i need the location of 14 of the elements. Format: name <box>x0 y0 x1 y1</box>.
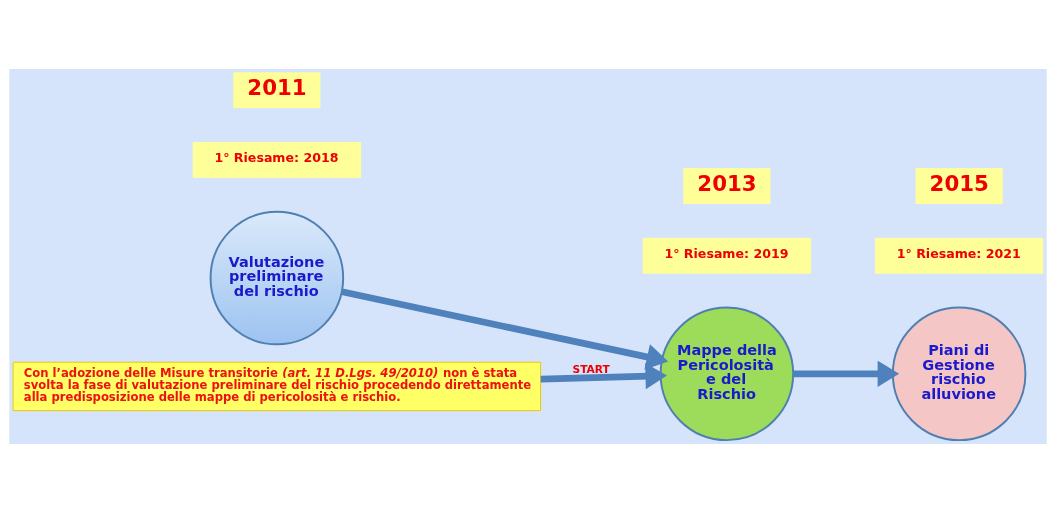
edge-label: START <box>572 362 610 376</box>
node-box: Con l’adozione delle Misure transitorie (art. 11 D.Lgs. 49/2010) non è stata svolta la fase di valutazione preliminare del rischio procedendo direttamente alla predisposizione delle mappe di pericolosità e rischio. <box>12 361 542 412</box>
node-box: 2013 <box>683 168 771 204</box>
node-circle: Mappe della Pericolosità e del Rischio <box>659 306 795 442</box>
node-box: 2011 <box>233 72 321 109</box>
arrow <box>540 362 667 390</box>
arrow <box>341 288 669 370</box>
node-circle: Piani di Gestione rischio alluvione <box>891 306 1027 442</box>
node-box: 1° Riesame: 2018 <box>192 142 362 178</box>
node-box: 1° Riesame: 2019 <box>642 237 812 274</box>
arrow <box>793 360 900 387</box>
node-box: 2015 <box>915 168 1003 204</box>
node-box: 1° Riesame: 2021 <box>874 237 1044 274</box>
node-circle: Valutazione preliminare del rischio <box>209 210 345 346</box>
